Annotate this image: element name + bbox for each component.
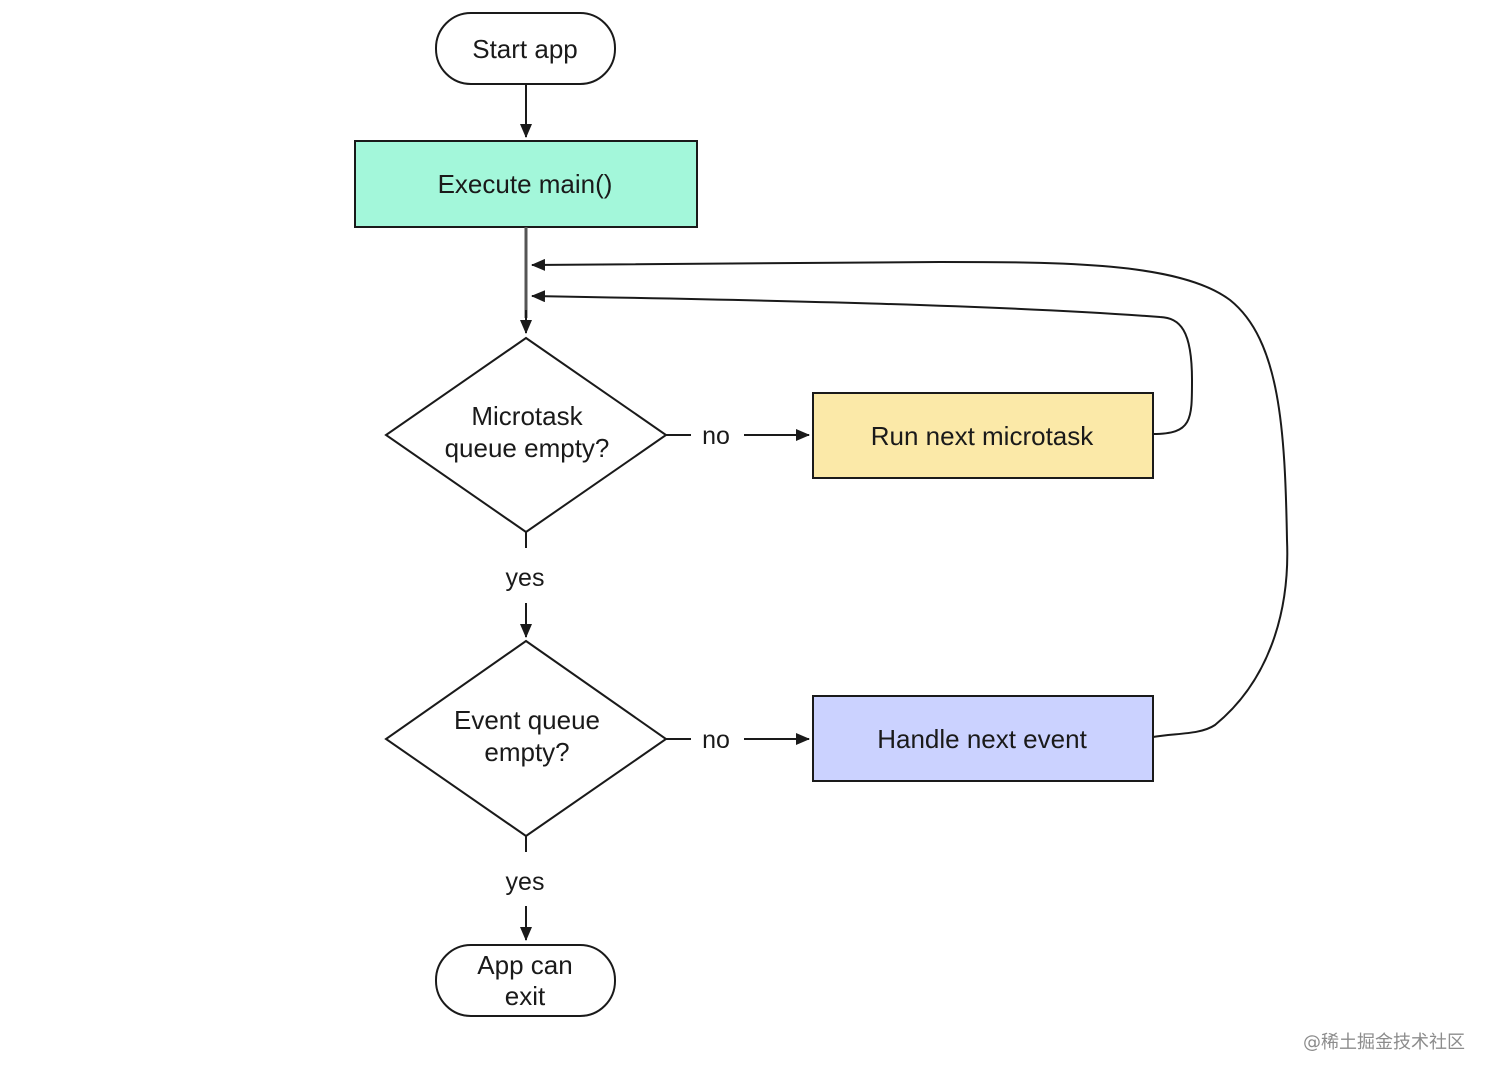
handle-event-node: Handle next event (812, 695, 1154, 782)
edge-label-event-no: no (702, 726, 730, 754)
edge-label-microtask-no: no (702, 422, 730, 450)
run-microtask-node: Run next microtask (812, 392, 1154, 479)
microtask-decision-line2: queue empty? (445, 433, 610, 463)
watermark-text: @稀土掘金技术社区 (1303, 1032, 1465, 1053)
edge-microtask-loopback (531, 290, 1194, 435)
event-decision-node: Event queue empty? (384, 639, 668, 838)
run-microtask-label: Run next microtask (871, 421, 1095, 451)
execute-main-label: Execute main() (438, 169, 613, 199)
edge-event-loopback (531, 258, 1289, 738)
start-label: Start app (472, 34, 578, 64)
execute-main-node: Execute main() (354, 140, 698, 228)
microtask-decision-node: Microtask queue empty? (384, 336, 668, 534)
microtask-decision-line1: Microtask (471, 401, 583, 431)
handle-event-label: Handle next event (877, 724, 1087, 754)
exit-node: App can exit (435, 944, 616, 1017)
event-decision-line2: empty? (484, 737, 569, 767)
event-decision-line1: Event queue (454, 705, 600, 735)
edge-label-microtask-yes: yes (506, 564, 545, 592)
edge-label-event-yes: yes (506, 868, 545, 896)
start-node: Start app (435, 12, 616, 85)
exit-label-line2: exit (505, 981, 546, 1011)
exit-label-line1: App can (477, 950, 572, 980)
